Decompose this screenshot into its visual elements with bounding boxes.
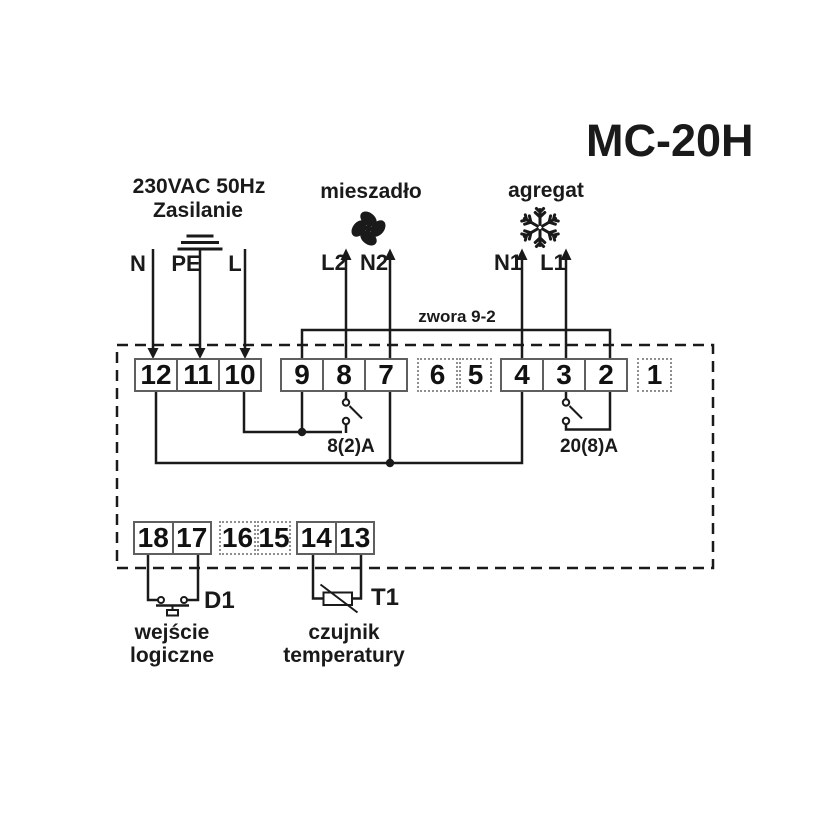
temp-sensor-label-line2: temperatury bbox=[283, 644, 405, 667]
logic-input-designator: D1 bbox=[204, 587, 235, 614]
fan-icon bbox=[351, 211, 386, 246]
terminal-group-power: 12 11 10 bbox=[134, 358, 262, 392]
wire-label-l1: L1 bbox=[540, 250, 566, 275]
snowflake-icon bbox=[520, 207, 560, 248]
aggregate-wires bbox=[520, 258, 568, 358]
terminal-16: 16 bbox=[219, 521, 256, 555]
temp-sensor-label-line1: czujnik bbox=[308, 621, 380, 644]
power-wires bbox=[151, 249, 247, 350]
logic-input-label-line2: logiczne bbox=[129, 644, 215, 667]
terminal-12: 12 bbox=[134, 358, 178, 392]
terminal-group-temp-sensor: 14 13 bbox=[296, 521, 375, 555]
terminal-4: 4 bbox=[500, 358, 544, 392]
earth-ground-icon bbox=[177, 234, 223, 251]
terminal-6: 6 bbox=[417, 358, 458, 392]
terminal-5: 5 bbox=[459, 358, 492, 392]
push-button-icon bbox=[146, 555, 200, 617]
terminal-14: 14 bbox=[296, 521, 337, 555]
wire-label-l2: L2 bbox=[321, 250, 347, 275]
terminal-1: 1 bbox=[637, 358, 672, 392]
terminal-2: 2 bbox=[584, 358, 628, 392]
aggregate-relay-rating: 20(8)A bbox=[559, 436, 619, 457]
terminal-10: 10 bbox=[218, 358, 262, 392]
terminal-group-logic-input: 18 17 bbox=[133, 521, 212, 555]
wire-label-l: L bbox=[228, 251, 242, 276]
thermistor-icon bbox=[311, 555, 363, 614]
terminal-9: 9 bbox=[280, 358, 324, 392]
wire-label-n: N bbox=[130, 251, 146, 276]
device-outline bbox=[115, 343, 715, 570]
aggregate-label: agregat bbox=[508, 179, 584, 202]
terminal-8: 8 bbox=[322, 358, 366, 392]
terminal-group-aggregate: 4 3 2 bbox=[500, 358, 628, 392]
mixer-relay-rating: 8(2)A bbox=[327, 436, 375, 457]
terminal-15: 15 bbox=[257, 521, 291, 555]
jumper-wire bbox=[300, 328, 612, 358]
temp-sensor-designator: T1 bbox=[371, 584, 400, 611]
logic-input-label-line1: wejście bbox=[134, 621, 210, 644]
neutral-link-wire bbox=[154, 392, 524, 468]
mixer-label: mieszadło bbox=[320, 180, 422, 203]
wire-label-n2: N2 bbox=[359, 250, 389, 275]
terminal-11: 11 bbox=[176, 358, 220, 392]
junction-dot bbox=[297, 427, 307, 437]
down-arrow-icons bbox=[147, 348, 251, 359]
junction-dot bbox=[385, 458, 395, 468]
power-label-line1: 230VAC 50Hz bbox=[132, 175, 266, 198]
up-arrow-icons bbox=[340, 248, 572, 260]
terminal-18: 18 bbox=[133, 521, 174, 555]
wire-label-pe: PE bbox=[171, 251, 201, 276]
terminal-7: 7 bbox=[364, 358, 408, 392]
terminal-13: 13 bbox=[334, 521, 375, 555]
relay-contact-icon-mixer bbox=[242, 392, 363, 437]
relay-contact-icon-aggregate bbox=[561, 392, 612, 431]
page-title: MC-20H bbox=[586, 115, 754, 166]
terminal-group-mixer: 9 8 7 bbox=[280, 358, 408, 392]
terminal-3: 3 bbox=[542, 358, 586, 392]
terminal-17: 17 bbox=[171, 521, 212, 555]
mixer-wires bbox=[344, 258, 392, 358]
jumper-label: zwora 9-2 bbox=[418, 307, 496, 326]
wire-label-n1: N1 bbox=[493, 250, 523, 275]
power-label-line2: Zasilanie bbox=[153, 199, 243, 222]
